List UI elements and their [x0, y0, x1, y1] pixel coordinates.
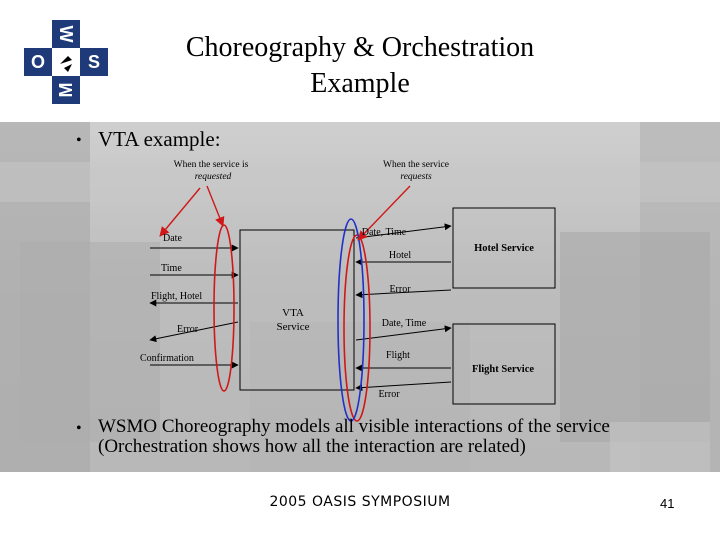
wsmo-line-1: WSMO Choreography models all visible int… [98, 417, 698, 437]
page-number: 41 [660, 496, 674, 511]
pointer-arrow-left-2 [160, 188, 200, 236]
label-hotel-date-time: Date, Time [362, 227, 407, 238]
hotel-service-label: Hotel Service [474, 243, 534, 254]
label-error-left: Error [177, 324, 199, 335]
highlight-ellipse-left [214, 225, 234, 391]
bullet-wsmo-choreography: WSMO Choreography models all visible int… [98, 417, 698, 457]
label-flight: Flight [386, 350, 410, 361]
highlight-ellipse-right-red [344, 235, 370, 421]
vta-label-line-2: Service [277, 321, 310, 333]
note-left-line-2: requested [195, 172, 232, 182]
pointer-arrow-left-1 [207, 186, 223, 226]
label-flight-error: Error [378, 389, 400, 400]
note-left-line-1: When the service is [174, 160, 249, 170]
footer-text: 2005 OASIS SYMPOSIUM [0, 494, 720, 510]
note-right-line-2: requests [400, 172, 432, 182]
bullet-dot-2: • [76, 420, 82, 438]
note-right-line-1: When the service [383, 160, 449, 170]
label-confirmation: Confirmation [140, 353, 194, 364]
label-date: Date [163, 233, 182, 244]
label-hotel-error: Error [389, 284, 411, 295]
vta-label-line-1: VTA [282, 307, 304, 319]
label-time: Time [161, 263, 182, 274]
flight-service-label: Flight Service [472, 364, 534, 375]
highlight-ellipse-right-blue [338, 219, 364, 421]
label-hotel: Hotel [389, 250, 411, 261]
arrow-flight-error [356, 382, 451, 388]
label-flight-date-time: Date, Time [382, 318, 427, 329]
label-flight-hotel: Flight, Hotel [151, 291, 202, 302]
wsmo-line-2: (Orchestration shows how all the interac… [98, 437, 698, 457]
